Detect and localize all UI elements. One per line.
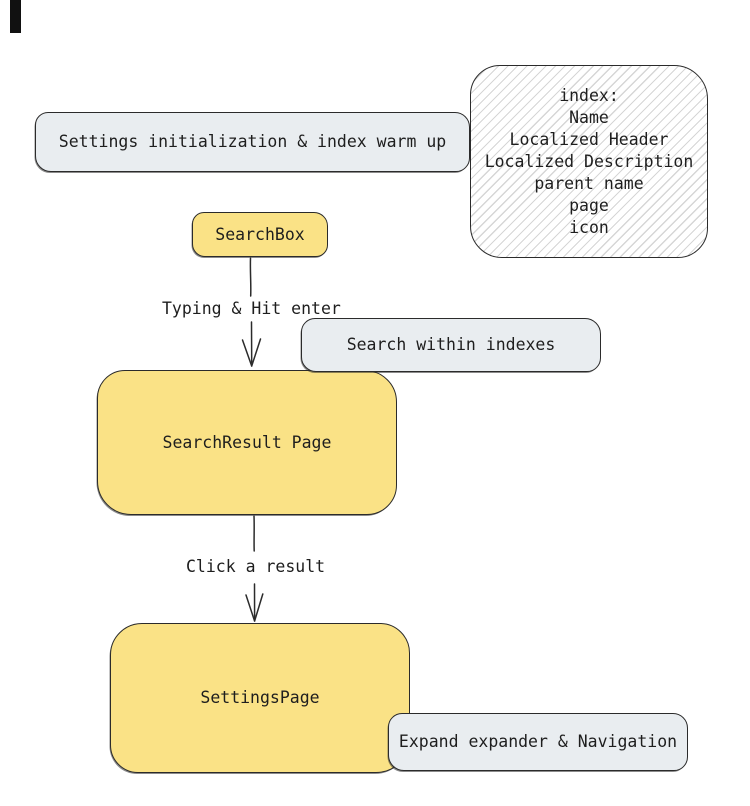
node-search-box-label: SearchBox bbox=[215, 224, 305, 244]
node-search-result-page-label: SearchResult Page bbox=[162, 432, 332, 452]
index-field-name: Name bbox=[569, 107, 609, 127]
index-field-localized-description: Localized Description bbox=[484, 151, 694, 171]
node-settings-initialization: Settings initialization & index warm up bbox=[35, 112, 470, 172]
node-expand-expander-navigation: Expand expander & Navigation bbox=[388, 713, 688, 771]
edge-label-click-a-result: Click a result bbox=[186, 557, 326, 576]
node-search-within-indexes-label: Search within indexes bbox=[346, 335, 556, 354]
node-search-box: SearchBox bbox=[192, 212, 328, 257]
text-caret bbox=[10, 0, 21, 33]
index-field-parent-name: parent name bbox=[534, 173, 644, 193]
node-index-schema-card: index: Name Localized Header Localized D… bbox=[470, 65, 708, 258]
edge-label-typing-hit-enter: Typing & Hit enter bbox=[162, 299, 341, 318]
index-card-title: index: bbox=[559, 85, 619, 105]
node-search-result-page: SearchResult Page bbox=[97, 370, 397, 515]
index-field-localized-header: Localized Header bbox=[509, 129, 669, 149]
index-field-page: page bbox=[569, 195, 609, 215]
node-expand-expander-navigation-label: Expand expander & Navigation bbox=[398, 732, 678, 751]
node-search-within-indexes: Search within indexes bbox=[301, 318, 601, 372]
node-settings-page-label: SettingsPage bbox=[200, 688, 320, 707]
index-field-icon: icon bbox=[569, 217, 609, 237]
node-settings-page: SettingsPage bbox=[110, 623, 410, 773]
node-settings-initialization-label: Settings initialization & index warm up bbox=[58, 132, 447, 151]
